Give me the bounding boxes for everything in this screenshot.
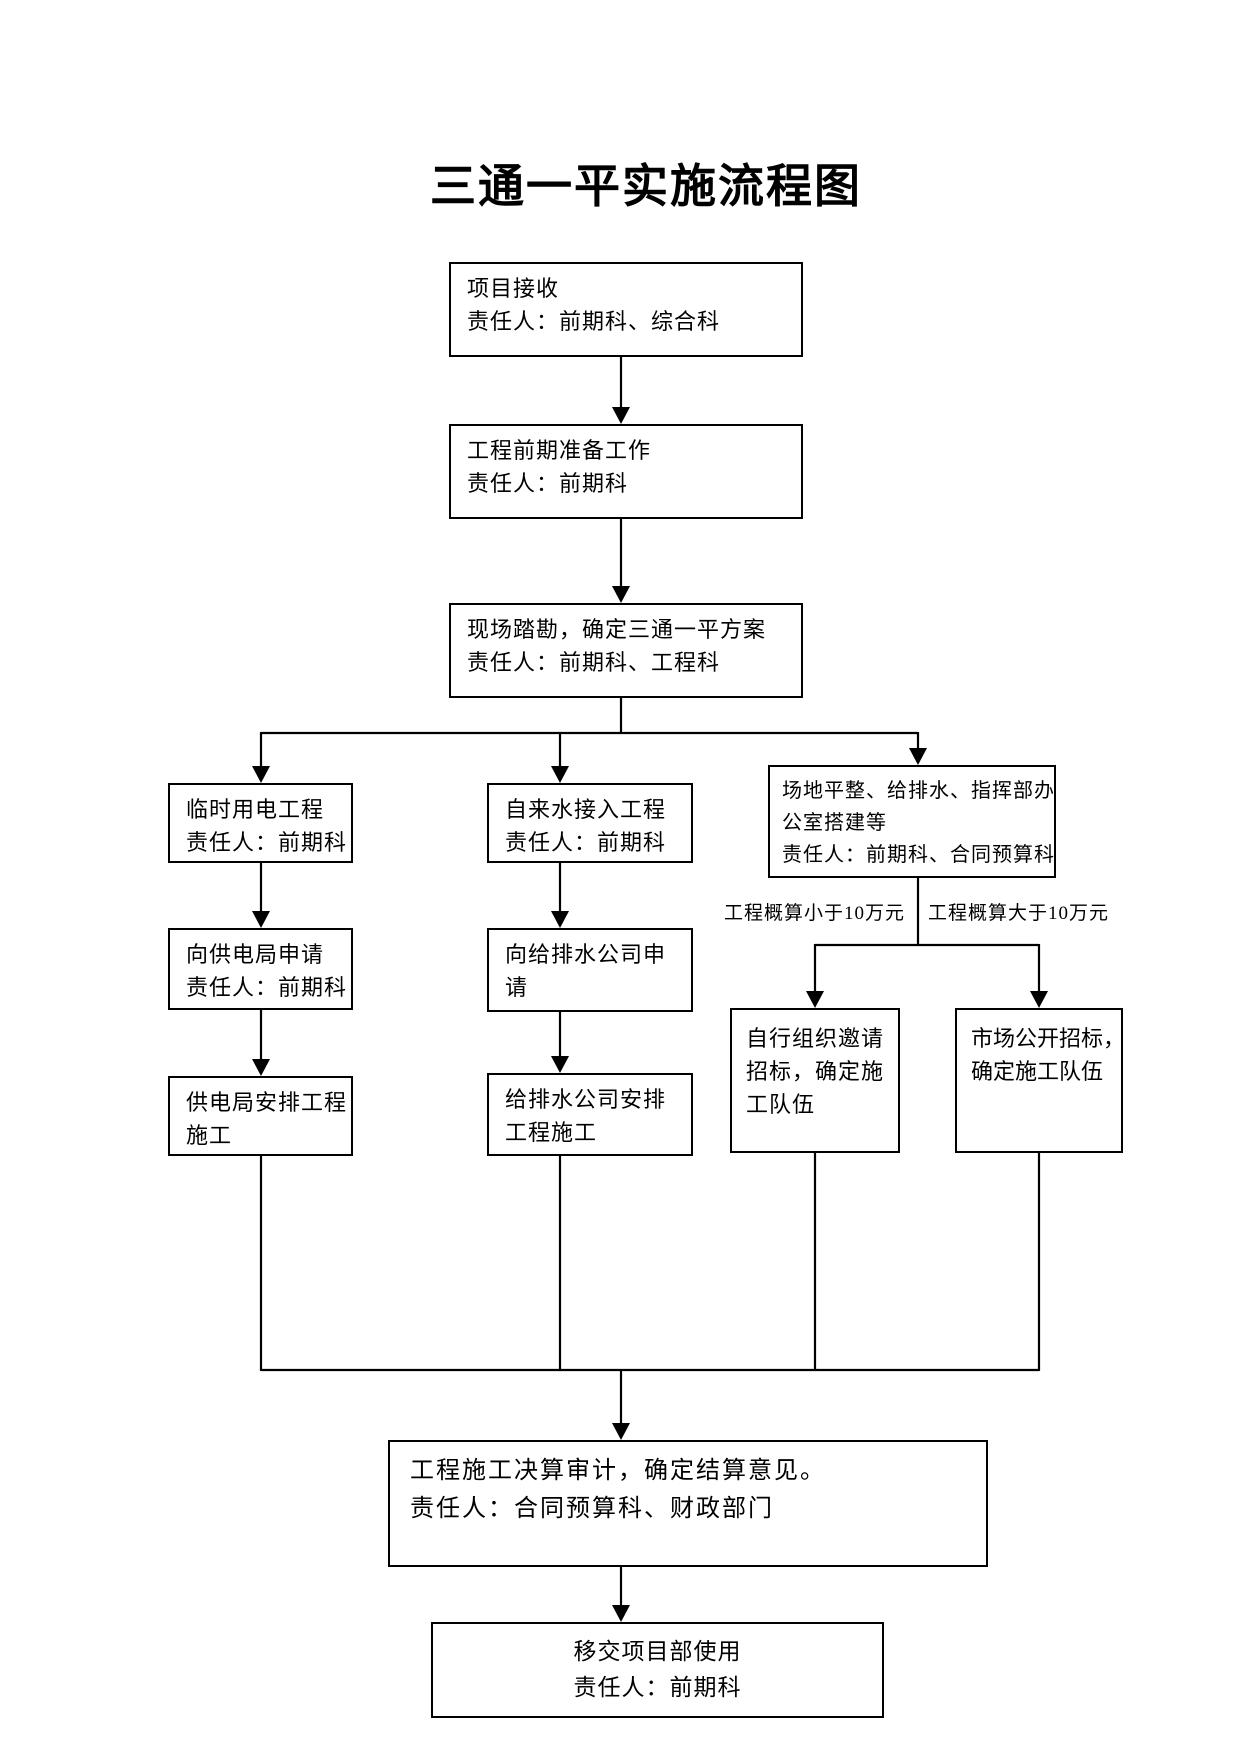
- arrowhead-open-bidding: [1030, 991, 1048, 1008]
- node-line: 给排水公司安排: [505, 1087, 667, 1112]
- arrowhead-power-apply: [252, 911, 270, 928]
- arrowhead-site-leveling: [909, 748, 927, 765]
- flow-node-project-receive: 项目接收 责任人：前期科、综合科: [449, 262, 803, 357]
- flow-node-site-leveling: 场地平整、给排水、指挥部办 公室搭建等 责任人：前期科、合同预算科: [768, 765, 1056, 878]
- node-line: 工程前期准备工作: [467, 438, 652, 463]
- node-line: 责任人：前期科: [467, 471, 629, 496]
- flow-node-audit: 工程施工决算审计，确定结算意见。 责任人：合同预算科、财政部门: [388, 1440, 988, 1567]
- arrowhead-handover: [612, 1605, 630, 1622]
- node-line: 工程施工: [505, 1120, 598, 1145]
- node-line: 责任人：前期科: [573, 1675, 742, 1700]
- node-line: 供电局安排工程: [186, 1090, 348, 1115]
- node-line: 责任人：前期科、综合科: [467, 309, 721, 334]
- node-line: 自行组织邀请: [746, 1026, 885, 1051]
- node-line: 公室搭建等: [782, 812, 887, 834]
- flow-node-invite-bidding: 自行组织邀请 招标，确定施 工队伍: [730, 1008, 900, 1153]
- node-line: 招标，确定施: [746, 1059, 885, 1084]
- node-line: 现场踏勘，确定三通一平方案: [467, 617, 767, 642]
- branch-label-greater-than-100k: 工程概算大于10万元: [928, 903, 1110, 924]
- arrowhead-water-apply: [551, 911, 569, 928]
- page-title: 三通一平实施流程图: [430, 160, 862, 212]
- flow-node-handover: 移交项目部使用 责任人：前期科: [431, 1622, 884, 1718]
- arrowhead-audit: [612, 1423, 630, 1440]
- node-line: 责任人：前期科、工程科: [467, 650, 721, 675]
- branch-label-less-than-100k: 工程概算小于10万元: [723, 903, 905, 924]
- node-line: 移交项目部使用: [573, 1639, 742, 1664]
- flow-node-power-apply: 向供电局申请 责任人：前期科: [168, 928, 353, 1010]
- arrowhead-water-access: [551, 766, 569, 783]
- flow-node-power-construction: 供电局安排工程 施工: [168, 1076, 353, 1156]
- node-line: 市场公开招标，: [971, 1026, 1126, 1051]
- node-line: 责任人：前期科、合同预算科: [782, 844, 1055, 866]
- node-line: 工队伍: [746, 1092, 816, 1117]
- arrowhead-survey: [612, 586, 630, 603]
- node-line: 自来水接入工程: [505, 797, 667, 822]
- node-line: 责任人：前期科: [505, 830, 667, 855]
- node-line: 工程施工决算审计，确定结算意见。: [410, 1458, 826, 1484]
- node-line: 请: [505, 975, 529, 1000]
- arrowhead-preparation: [612, 407, 630, 424]
- arrowhead-power-construction: [252, 1059, 270, 1076]
- node-line: 责任人：前期科: [186, 975, 348, 1000]
- node-line: 向供电局申请: [186, 942, 325, 967]
- flow-node-water-access: 自来水接入工程 责任人：前期科: [487, 783, 693, 863]
- arrowhead-water-construction: [551, 1056, 569, 1073]
- node-line: 向给排水公司申: [505, 942, 667, 967]
- flow-node-water-construction: 给排水公司安排 工程施工: [487, 1073, 693, 1156]
- node-line: 场地平整、给排水、指挥部办: [782, 780, 1055, 802]
- arrowhead-invite-bidding: [806, 991, 824, 1008]
- node-line: 确定施工队伍: [971, 1059, 1104, 1084]
- flow-node-site-survey: 现场踏勘，确定三通一平方案 责任人：前期科、工程科: [449, 603, 803, 698]
- flow-node-open-bidding: 市场公开招标， 确定施工队伍: [955, 1008, 1126, 1153]
- flow-node-preparation: 工程前期准备工作 责任人：前期科: [449, 424, 803, 519]
- flow-node-temp-power: 临时用电工程 责任人：前期科: [168, 783, 353, 863]
- node-line: 责任人：前期科: [186, 830, 348, 855]
- arrowhead-temp-power: [252, 766, 270, 783]
- flow-node-water-apply: 向给排水公司申 请: [487, 928, 693, 1012]
- node-line: 施工: [186, 1123, 233, 1148]
- node-line: 临时用电工程: [186, 797, 325, 822]
- node-line: 项目接收: [467, 276, 560, 301]
- node-line: 责任人：合同预算科、财政部门: [410, 1496, 774, 1522]
